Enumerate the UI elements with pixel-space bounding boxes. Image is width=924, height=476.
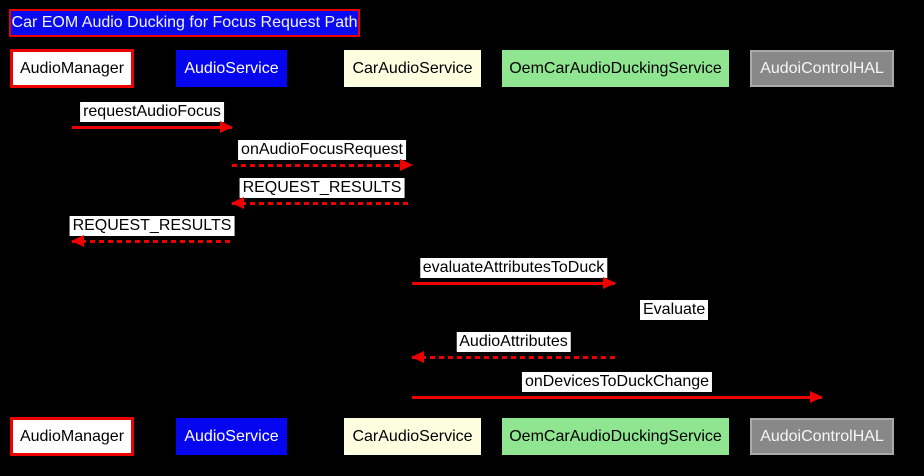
arrow-line — [232, 202, 412, 205]
arrow-line — [412, 356, 615, 359]
participant-oem-car-audio-ducking-service-bottom: OemCarAudioDuckingService — [502, 418, 729, 455]
participant-audio-manager-bottom: AudioManager — [10, 417, 134, 456]
message-label: requestAudioFocus — [80, 102, 224, 122]
message-label: REQUEST_RESULTS — [69, 216, 235, 236]
participant-label: AudoiControlHAL — [760, 427, 884, 445]
participant-label: OemCarAudioDuckingService — [509, 427, 722, 445]
arrow-line — [72, 126, 232, 129]
participant-label: AudoiControlHAL — [760, 59, 884, 77]
participant-audio-manager-top: AudioManager — [10, 49, 134, 88]
arrow-line — [232, 164, 412, 167]
message-label: AudioAttributes — [456, 332, 571, 352]
arrowhead-right-icon — [400, 159, 413, 171]
diagram-title: Car EOM Audio Ducking for Focus Request … — [9, 9, 360, 37]
participant-audio-service-top: AudioService — [176, 50, 287, 87]
participant-label: AudioManager — [19, 59, 125, 77]
participant-label: OemCarAudioDuckingService — [509, 59, 722, 77]
participant-audio-service-bottom: AudioService — [176, 418, 287, 455]
participant-label: AudioService — [184, 427, 279, 445]
participant-car-audio-service-top: CarAudioService — [344, 50, 481, 87]
arrowhead-left-icon — [231, 197, 244, 209]
participant-label: AudioService — [184, 59, 279, 77]
message-label: REQUEST_RESULTS — [239, 178, 405, 198]
arrow-line — [412, 396, 822, 399]
arrowhead-right-icon — [603, 277, 616, 289]
arrow-line — [72, 240, 232, 243]
message-label: evaluateAttributesToDuck — [419, 258, 608, 278]
participant-audoi-control-hal-top: AudoiControlHAL — [750, 50, 894, 87]
message-label: onAudioFocusRequest — [238, 140, 406, 160]
message-label: onDevicesToDuckChange — [521, 372, 713, 392]
participant-audoi-control-hal-bottom: AudoiControlHAL — [750, 418, 894, 455]
arrowhead-left-icon — [71, 235, 84, 247]
arrowhead-left-icon — [411, 351, 424, 363]
arrowhead-right-icon — [810, 391, 823, 403]
arrowhead-right-icon — [220, 121, 233, 133]
message-evaluate-self-label: Evaluate — [640, 300, 709, 320]
participant-label: AudioManager — [19, 427, 125, 445]
participant-label: CarAudioService — [352, 427, 473, 445]
participant-label: CarAudioService — [352, 59, 473, 77]
arrow-line — [412, 282, 615, 285]
participant-car-audio-service-bottom: CarAudioService — [344, 418, 481, 455]
participant-oem-car-audio-ducking-service-top: OemCarAudioDuckingService — [502, 50, 729, 87]
